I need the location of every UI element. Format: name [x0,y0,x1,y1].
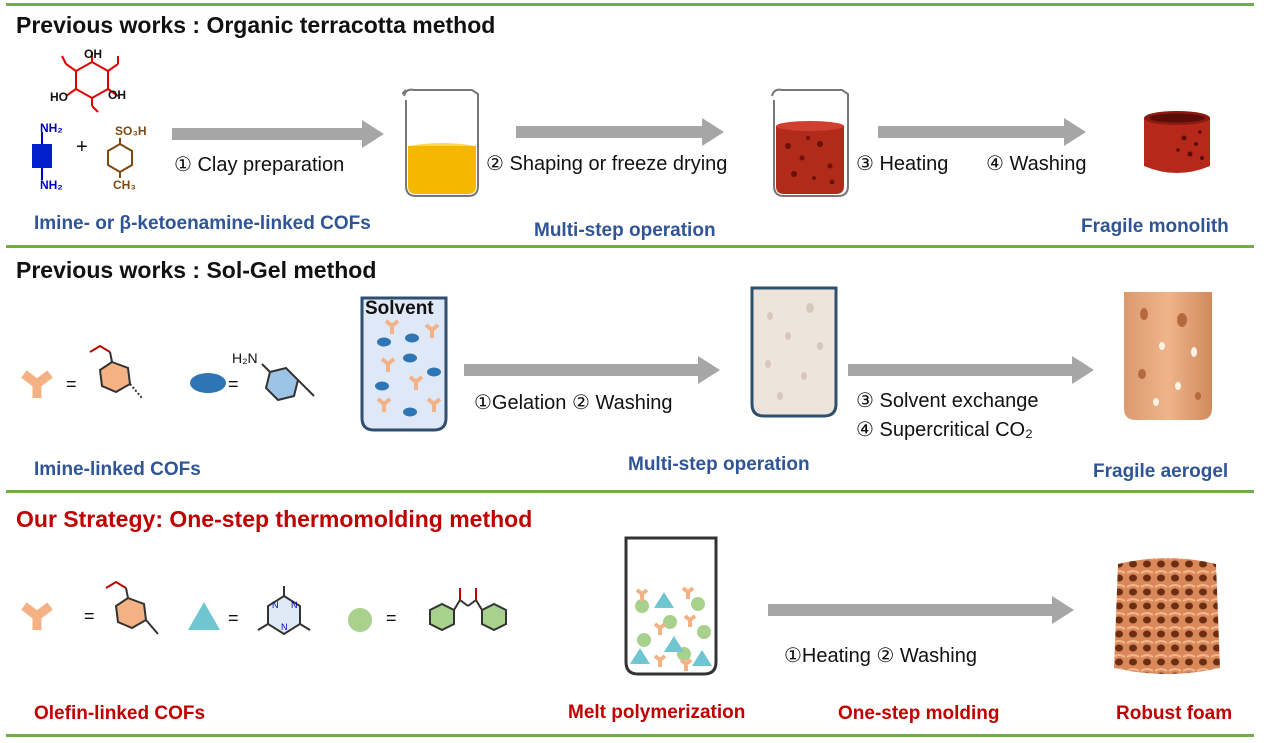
beaker-shaped [771,88,849,197]
equals-sign-4: = [228,608,239,628]
step-heating: ③ Heating [856,153,949,175]
step-washing: ④ Washing [986,153,1087,175]
section1-title: Previous works : Organic terracotta meth… [16,12,496,38]
step-shaping: ② Shaping or freeze drying [486,153,728,175]
ptsa-structure [107,138,133,178]
label-fragile-aerogel: Fragile aerogel [1093,461,1229,482]
solvent-beaker [360,296,448,432]
step-supercritical-co2: ④ Supercritical CO₂ [856,419,1033,441]
triformylphloroglucinol-structure [61,52,119,113]
equals-sign-5: = [386,608,397,628]
divider-1 [6,245,1254,248]
divider-2 [6,490,1254,493]
equals-sign-3: = [84,606,95,626]
chem-ch3: CH₃ [113,178,136,192]
section3-title: Our Strategy: One-step thermomolding met… [16,506,533,532]
label-olefin-linked-cofs: Olefin-linked COFs [34,703,206,724]
chem-ho-left: HO [50,90,68,104]
tritopic-aldehyde-symbol-2 [21,602,53,630]
arrow-s1-2 [516,118,724,146]
equals-sign-2: = [228,374,239,394]
step-gelation-washing: ①Gelation ② Washing [474,392,673,414]
section2-title: Previous works : Sol-Gel method [16,257,377,283]
divider-top [6,3,1254,6]
equals-sign-1: = [66,374,77,394]
chem-so3h: SO₃H [115,124,147,138]
arrow-s1-1 [172,120,384,148]
gel-container [750,286,838,418]
fragile-aerogel-image [1124,292,1212,420]
diamine-linker-structure [32,132,52,180]
chem-plus: + [76,136,88,158]
diamine-symbol [190,373,226,393]
step-heating-washing: ①Heating ② Washing [784,645,977,667]
arrow-s3-1 [768,596,1074,624]
robust-foam-image [1114,558,1220,674]
aniline-structure [261,363,315,402]
step-clay-preparation: ① Clay preparation [174,154,345,176]
chem-oh-right: OH [108,88,126,102]
solvent-label: Solvent [365,298,434,319]
benzoic-anhydride-structure [429,588,507,632]
arrow-s2-2 [848,356,1094,384]
fragile-monolith-image [1144,111,1210,173]
chem-h2n: H₂N [232,350,258,366]
melt-beaker [624,536,718,676]
label-imine-linked-cofs: Imine-linked COFs [34,459,201,480]
triazine-symbol [188,602,220,630]
benzaldehyde-structure-2 [105,580,159,635]
chem-nh2-bottom: NH₂ [40,178,63,192]
label-robust-foam: Robust foam [1116,703,1233,724]
label-fragile-monolith: Fragile monolith [1081,216,1229,237]
step-solvent-exchange: ③ Solvent exchange [856,390,1039,412]
arrow-s2-1 [464,356,720,384]
benzaldehyde-structure [89,344,143,399]
label-one-step-molding: One-step molding [838,703,1000,724]
label-multi-step-2: Multi-step operation [628,454,810,475]
trimethyltriazine-structure: N N N [257,586,311,636]
svg-text:N: N [272,600,279,610]
divider-bottom [6,734,1254,737]
chem-oh-top: OH [84,47,102,61]
arrow-s1-3 [878,118,1086,146]
benzoic-anhydride-symbol [348,608,372,632]
label-imine-ketoenamine-cofs: Imine- or β-ketoenamine-linked COFs [34,213,371,234]
label-melt-polymerization: Melt polymerization [568,702,746,723]
label-multi-step-1: Multi-step operation [534,220,716,241]
beaker-clay [402,88,479,197]
svg-text:N: N [291,600,298,610]
svg-text:N: N [281,622,288,632]
tritopic-aldehyde-symbol [21,370,53,398]
chem-nh2-top: NH₂ [40,121,63,135]
